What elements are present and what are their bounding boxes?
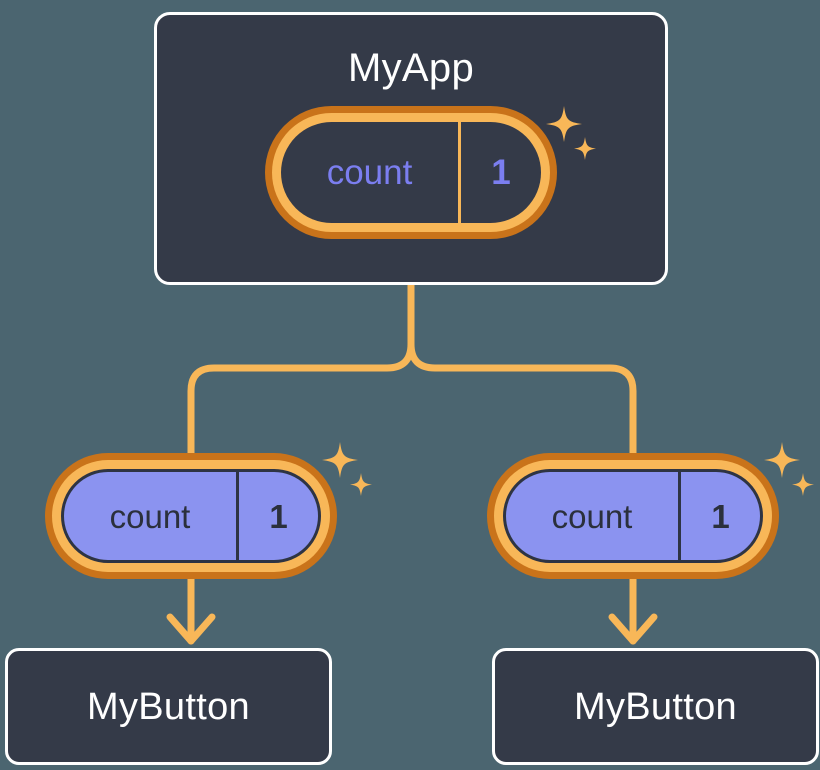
prop-key-label: count	[109, 497, 191, 535]
child-component-card-right[interactable]: MyButton	[492, 648, 819, 765]
page-title: MyApp	[348, 46, 474, 90]
state-value-label: 1	[458, 122, 541, 223]
capsule-ring: count 1	[272, 113, 550, 232]
state-capsule-root[interactable]: count 1	[265, 106, 557, 239]
prop-capsule-right[interactable]: count 1	[487, 453, 779, 579]
capsule-body: count 1	[61, 469, 321, 563]
state-key-label: count	[326, 153, 413, 192]
prop-key-label: count	[551, 497, 633, 535]
capsule-body: count 1	[503, 469, 763, 563]
prop-value-label: 1	[678, 472, 760, 560]
child-component-title: MyButton	[87, 685, 250, 728]
connector-split-left	[187, 340, 415, 457]
arrow-down-icon	[608, 613, 658, 645]
capsule-ring: count 1	[52, 460, 330, 572]
capsule-ring: count 1	[494, 460, 772, 572]
prop-value-label: 1	[236, 472, 318, 560]
connector-split-right	[407, 340, 637, 457]
child-component-card-left[interactable]: MyButton	[5, 648, 332, 765]
capsule-body: count 1	[281, 122, 541, 223]
arrow-down-icon	[166, 613, 216, 645]
prop-capsule-left[interactable]: count 1	[45, 453, 337, 579]
child-component-title: MyButton	[574, 685, 737, 728]
